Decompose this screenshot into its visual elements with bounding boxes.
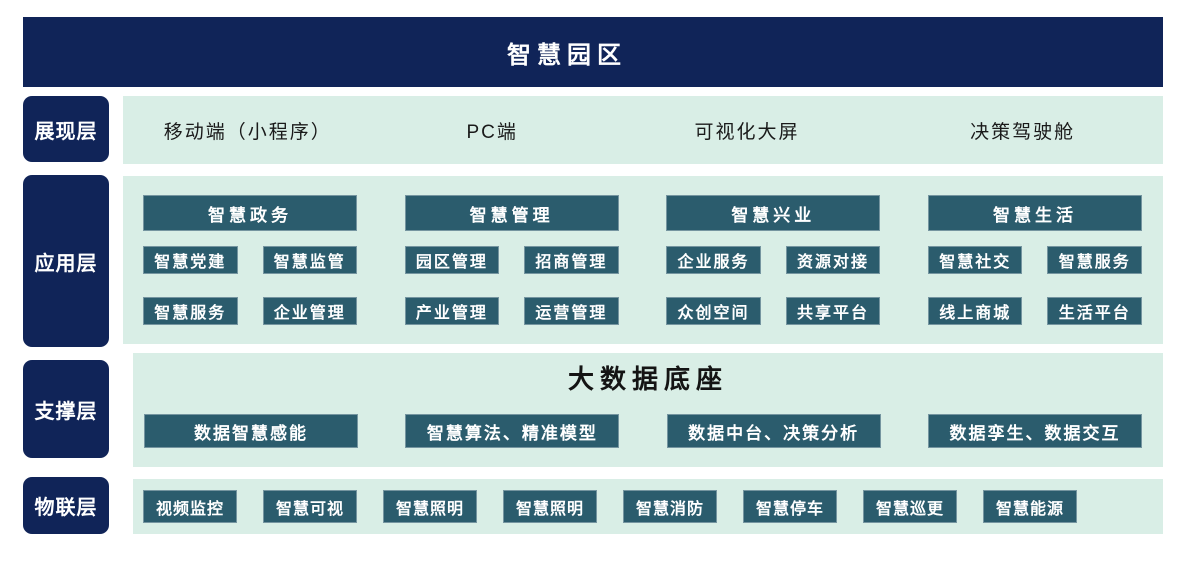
- support-layer-panel: 大数据底座 数据智慧感能 智慧算法、精准模型 数据中台、决策分析 数据孪生、数据…: [133, 353, 1163, 467]
- app-group-grid: 智慧党建 智慧监管 智慧服务 企业管理: [143, 246, 357, 325]
- support-item-box: 数据孪生、数据交互: [927, 414, 1142, 448]
- app-item-box: 产业管理: [404, 297, 500, 325]
- iot-item-box: 智慧照明: [383, 490, 477, 523]
- iot-item-box: 智慧停车: [743, 490, 837, 523]
- presentation-item: 可视化大屏: [694, 121, 800, 143]
- iot-item-box: 智慧能源: [983, 490, 1077, 523]
- app-item-box: 智慧社交: [927, 246, 1023, 274]
- layer-label-support: 支撑层: [23, 360, 109, 458]
- layer-label-application: 应用层: [23, 175, 109, 347]
- presentation-layer-panel: 移动端（小程序） PC端 可视化大屏 决策驾驶舱: [123, 96, 1163, 164]
- app-item-box: 生活平台: [1047, 297, 1142, 325]
- app-group-header: 智慧生活: [927, 195, 1142, 231]
- app-group-life: 智慧生活 智慧社交 智慧服务 线上商城 生活平台: [927, 176, 1142, 344]
- app-group-grid: 企业服务 资源对接 众创空间 共享平台: [666, 246, 881, 325]
- presentation-item: PC端: [466, 121, 518, 143]
- layer-label-text: 物联层: [34, 497, 98, 519]
- support-item-box: 数据智慧感能: [144, 414, 358, 448]
- layer-label-text: 支撑层: [34, 400, 98, 423]
- iot-layer-panel: 视频监控 智慧可视 智慧照明 智慧照明 智慧消防 智慧停车 智慧巡更 智慧能源: [133, 479, 1163, 534]
- iot-item-box: 智慧照明: [503, 490, 597, 523]
- iot-item-box: 视频监控: [143, 490, 237, 523]
- app-group-grid: 园区管理 招商管理 产业管理 运营管理: [404, 246, 619, 325]
- iot-item-box: 智慧巡更: [863, 490, 957, 523]
- layer-label-iot: 物联层: [23, 477, 109, 534]
- support-layer-title: 大数据底座: [567, 364, 728, 394]
- app-item-box: 企业服务: [666, 246, 761, 274]
- layer-label-text: 展现层: [34, 120, 98, 143]
- support-item-box: 智慧算法、精准模型: [405, 414, 620, 448]
- app-item-box: 智慧监管: [262, 246, 357, 274]
- app-group-management: 智慧管理 园区管理 招商管理 产业管理 运营管理: [404, 176, 619, 344]
- app-item-box: 智慧服务: [143, 297, 238, 325]
- layer-label-text: 应用层: [34, 252, 98, 275]
- layer-label-presentation: 展现层: [23, 96, 109, 162]
- app-item-box: 共享平台: [785, 297, 881, 325]
- app-item-box: 线上商城: [927, 297, 1023, 325]
- app-item-box: 运营管理: [524, 297, 619, 325]
- app-item-box: 资源对接: [785, 246, 881, 274]
- app-item-box: 企业管理: [262, 297, 357, 325]
- presentation-item: 决策驾驶舱: [970, 121, 1076, 143]
- app-item-box: 园区管理: [404, 246, 500, 274]
- app-item-box: 众创空间: [666, 297, 761, 325]
- app-group-business: 智慧兴业 企业服务 资源对接 众创空间 共享平台: [666, 176, 881, 344]
- app-item-box: 智慧服务: [1047, 246, 1142, 274]
- app-group-header: 智慧管理: [404, 195, 619, 231]
- app-group-header: 智慧兴业: [666, 195, 881, 231]
- app-group-government: 智慧政务 智慧党建 智慧监管 智慧服务 企业管理: [143, 176, 357, 344]
- support-item-box: 数据中台、决策分析: [666, 414, 881, 448]
- diagram-title-banner: 智慧园区: [23, 17, 1163, 87]
- application-layer-panel: 智慧政务 智慧党建 智慧监管 智慧服务 企业管理 智慧管理 园区管理 招商管理 …: [123, 176, 1163, 344]
- iot-item-box: 智慧可视: [263, 490, 357, 523]
- app-item-box: 智慧党建: [143, 246, 238, 274]
- app-group-header: 智慧政务: [143, 195, 357, 231]
- app-group-grid: 智慧社交 智慧服务 线上商城 生活平台: [927, 246, 1142, 325]
- iot-item-box: 智慧消防: [623, 490, 717, 523]
- app-item-box: 招商管理: [524, 246, 619, 274]
- presentation-item: 移动端（小程序）: [163, 121, 332, 143]
- page-title: 智慧园区: [507, 41, 627, 69]
- support-boxes-row: 数据智慧感能 智慧算法、精准模型 数据中台、决策分析 数据孪生、数据交互: [133, 414, 1163, 448]
